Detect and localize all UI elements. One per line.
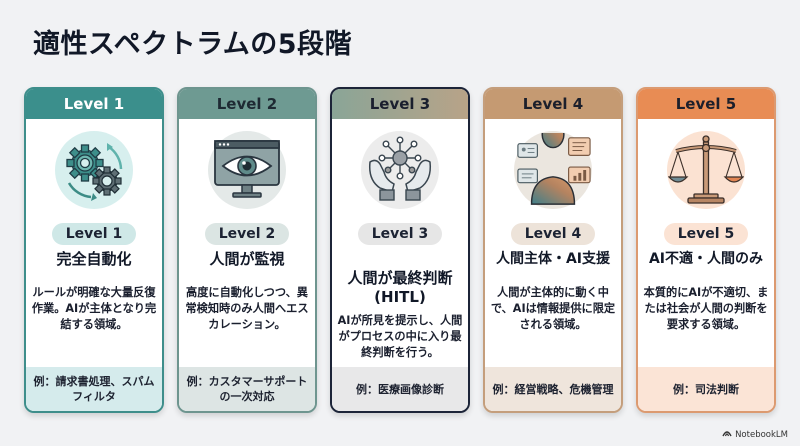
level-card-1: Level 1: [24, 87, 164, 413]
level-card-5: Level 5 Level 5 AI不適・人間のみ 本質的にAIが不適切、または…: [636, 87, 776, 413]
level-badge: Level 1: [51, 223, 137, 245]
level-description: 高度に自動化しつつ、異常検知時のみ人間へエスカレーション。: [185, 286, 309, 331]
monitor-eye-icon: [208, 131, 286, 209]
person-advice-icon: [514, 131, 592, 209]
page-title: 適性スペクトラムの5段階: [33, 29, 353, 60]
level-card-4: Level 4 Level 4 人間主体・AI支援: [483, 87, 623, 413]
level-card-header: Level 4: [485, 89, 621, 119]
level-name: 人間が最終判断 (HITL): [347, 250, 452, 307]
level-card-header: Level 2: [179, 89, 315, 119]
level-card-header: Level 1: [26, 89, 162, 119]
level-badge: Level 3: [357, 223, 443, 245]
level-example: 例：請求書処理、スパムフィルタ: [26, 367, 162, 411]
level-description: ルールが明確な大量反復作業。AIが主体となり完結する領域。: [31, 286, 157, 331]
hands-network-icon: [361, 131, 439, 209]
level-description: AIが所見を提示し、人間がプロセスの中に入り最終判断を行う。: [337, 314, 463, 359]
level-card-3: Level 3 Level 3 人間が最終判断 (HITL): [330, 87, 470, 413]
level-name: AI不適・人間のみ: [648, 251, 764, 267]
scales-of-justice-icon: [667, 131, 745, 209]
level-example: 例：司法判断: [638, 367, 774, 411]
level-card-header: Level 3: [332, 89, 468, 119]
level-description: 本質的にAIが不適切、または社会が人間の判断を要求する領域。: [643, 286, 769, 331]
notebooklm-logo-icon: [722, 429, 732, 440]
level-name: 人間主体・AI支援: [495, 251, 611, 267]
spectrum-cards: Level 1: [24, 87, 776, 413]
level-name: 完全自動化: [56, 250, 132, 268]
level-description: 人間が主体的に動く中で、AIは情報提供に限定される領域。: [490, 286, 616, 331]
level-card-2: Level 2 Level 2 人間が監視 高度に自動化しつつ、異常検知時のみ人…: [177, 87, 317, 413]
level-badge: Level 2: [204, 223, 290, 245]
level-card-header: Level 5: [638, 89, 774, 119]
level-name: 人間が監視: [209, 250, 285, 268]
gears-cycle-icon: [55, 131, 133, 209]
brand-label: NotebookLM: [735, 429, 788, 440]
level-badge: Level 5: [663, 223, 749, 245]
level-badge: Level 4: [510, 223, 596, 245]
level-name-text: 人間が最終判断 (HITL): [347, 269, 453, 306]
level-example: 例：医療画像診断: [332, 367, 468, 411]
brand-watermark: NotebookLM: [722, 429, 788, 440]
level-example: 例：カスタマーサポートの一次対応: [179, 367, 315, 411]
level-example: 例：経営戦略、危機管理: [485, 367, 621, 411]
